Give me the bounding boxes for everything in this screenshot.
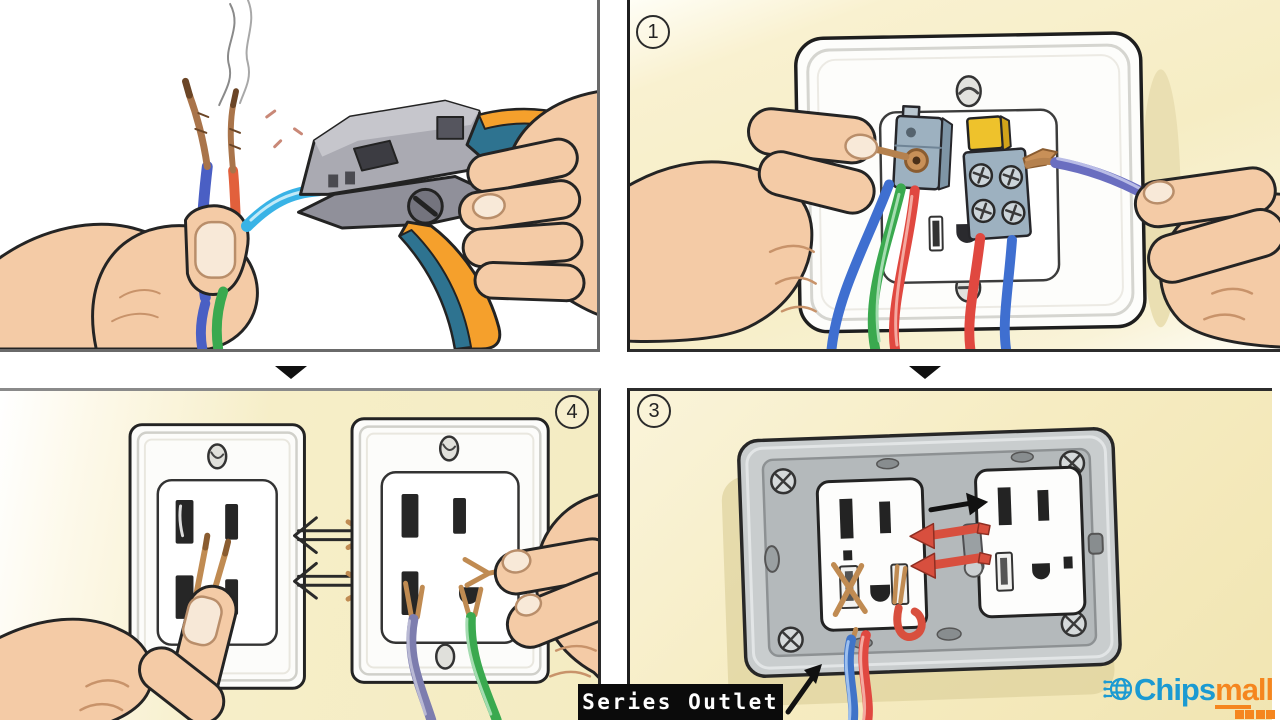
inserted-forks xyxy=(403,580,502,720)
receptacle-slot xyxy=(1037,489,1050,521)
thumb-nail xyxy=(514,593,543,617)
thumb-nail xyxy=(194,220,237,279)
receptacle-slot xyxy=(997,487,1012,526)
yellow-connector xyxy=(966,115,1004,152)
right-hand xyxy=(1133,166,1280,349)
logo-text-chips: Chips xyxy=(1134,672,1216,707)
connect-terminals-illustration xyxy=(630,31,1280,349)
right-hand xyxy=(493,493,598,679)
mounting-plate xyxy=(737,427,1122,720)
step-number-4: 4 xyxy=(555,395,589,429)
left-hand xyxy=(0,584,238,720)
copper-cross-wires xyxy=(830,562,868,618)
brand-logo: Chips mall xyxy=(1102,664,1276,719)
finger-nail xyxy=(1142,180,1175,205)
receptacle-slot xyxy=(879,501,892,534)
panel-connect-terminals xyxy=(627,0,1280,352)
plate-screw xyxy=(438,435,460,462)
left-thumb xyxy=(183,204,250,296)
panel-insert-terminals xyxy=(0,388,601,720)
insert-direction-arrows xyxy=(293,516,352,600)
insert-terminals-illustration xyxy=(0,417,598,720)
finger-nail xyxy=(181,595,223,647)
receptacle-left xyxy=(815,477,929,632)
panel-series-linked-outlets xyxy=(627,388,1272,720)
red-hook-wire xyxy=(893,604,926,641)
step-number-3: 3 xyxy=(637,394,671,428)
flow-arrow xyxy=(928,492,989,516)
receptacle-slot xyxy=(401,494,419,538)
terminal-block-left xyxy=(892,104,954,191)
panel-strip-wires xyxy=(0,0,600,352)
copper-tip xyxy=(185,91,211,171)
receptacle-slot xyxy=(453,498,466,534)
up-right-arrow-icon xyxy=(785,664,822,715)
step-number-1: 1 xyxy=(636,15,670,49)
receptacle-right xyxy=(974,465,1087,619)
receptacle-slot xyxy=(175,500,194,544)
outlet-plate-right xyxy=(350,417,550,684)
logo-underline xyxy=(1215,705,1252,709)
globe-chip-icon xyxy=(1103,677,1132,701)
plate-screw xyxy=(435,643,456,670)
plate-screw xyxy=(207,443,228,470)
hanging-wires xyxy=(195,286,229,349)
copper-fork xyxy=(892,564,908,605)
logo-cn-blocks xyxy=(1234,710,1276,719)
jumper-links xyxy=(909,522,992,579)
ground-hole xyxy=(1031,563,1051,580)
finger-nail xyxy=(501,549,532,574)
receptacle-slot xyxy=(839,498,854,539)
strip-wires-illustration xyxy=(0,0,597,349)
logo-text-mall: mall xyxy=(1215,672,1276,719)
copper-tip xyxy=(227,102,237,174)
left-hand xyxy=(630,107,879,343)
receptacle-slot xyxy=(225,503,239,540)
series-outlet-illustration xyxy=(721,427,1122,720)
finger-nail xyxy=(471,193,506,220)
feed-wires xyxy=(843,604,926,720)
ground-hole xyxy=(870,584,891,602)
plate-screw xyxy=(955,75,982,108)
right-hand xyxy=(458,90,597,316)
caption-series-outlet: Series Outlet xyxy=(578,684,783,720)
smoke-lines xyxy=(218,0,303,149)
down-triangle-icon xyxy=(909,366,941,379)
finger-nail xyxy=(844,133,879,160)
down-triangle-icon xyxy=(275,366,307,379)
